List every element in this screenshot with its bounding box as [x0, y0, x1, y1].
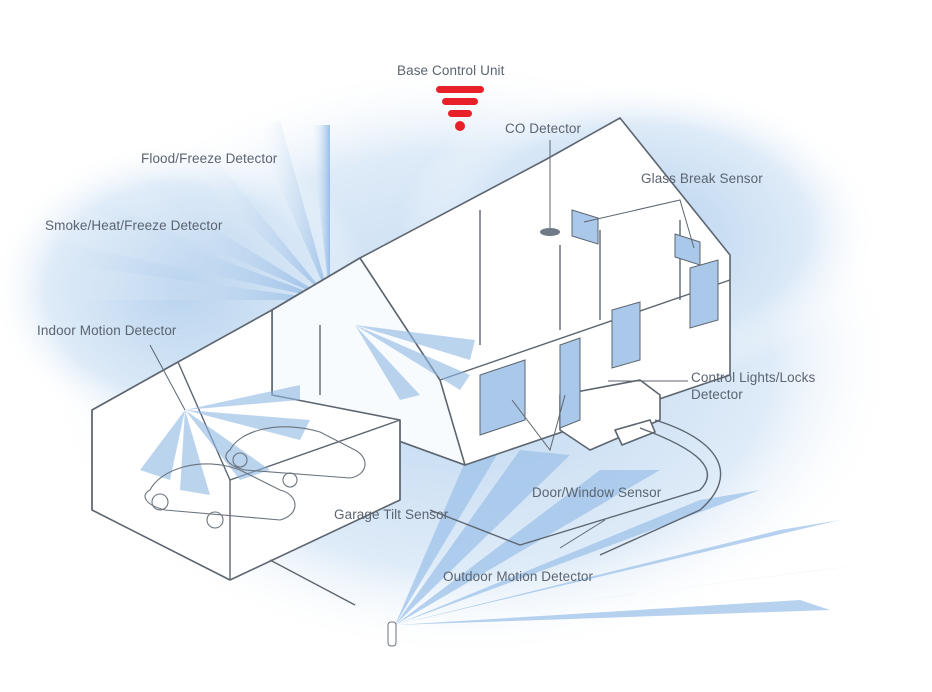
- door-window-sensor-label: Door/Window Sensor: [532, 485, 662, 500]
- door-panel: [559, 337, 581, 429]
- co-detector-label: CO Detector: [505, 121, 582, 136]
- window-panel-right: [689, 259, 719, 329]
- glass-break-panel-1: [571, 209, 599, 245]
- co-detector-device: [540, 140, 560, 236]
- living-panel: [479, 359, 526, 436]
- control-lights-locks-detector-label: Control Lights/Locks Detector: [691, 370, 816, 402]
- garage-tilt-sensor-label: Garage Tilt Sensor: [334, 507, 449, 522]
- smoke-detector-beams: [50, 120, 330, 300]
- wifi-signal-icon: [436, 86, 484, 131]
- indoor-motion-beams: [140, 325, 475, 495]
- leader-lines: [149, 199, 695, 549]
- window-panel-mid: [611, 301, 641, 369]
- cars: [144, 426, 366, 529]
- outdoor-motion-beams: [395, 450, 860, 625]
- smoke-heat-freeze-detector-label: Smoke/Heat/Freeze Detector: [45, 218, 223, 233]
- indoor-motion-detector-label: Indoor Motion Detector: [37, 323, 177, 338]
- outdoor-motion-detector-label: Outdoor Motion Detector: [443, 569, 594, 584]
- outdoor-motion-post: [387, 621, 397, 647]
- sensor-panels: [479, 209, 719, 436]
- glass-break-sensor-label: Glass Break Sensor: [641, 171, 763, 186]
- base-control-unit-label: Base Control Unit: [397, 63, 505, 78]
- flood-freeze-detector-label: Flood/Freeze Detector: [141, 151, 278, 166]
- house-outline: [91, 117, 731, 581]
